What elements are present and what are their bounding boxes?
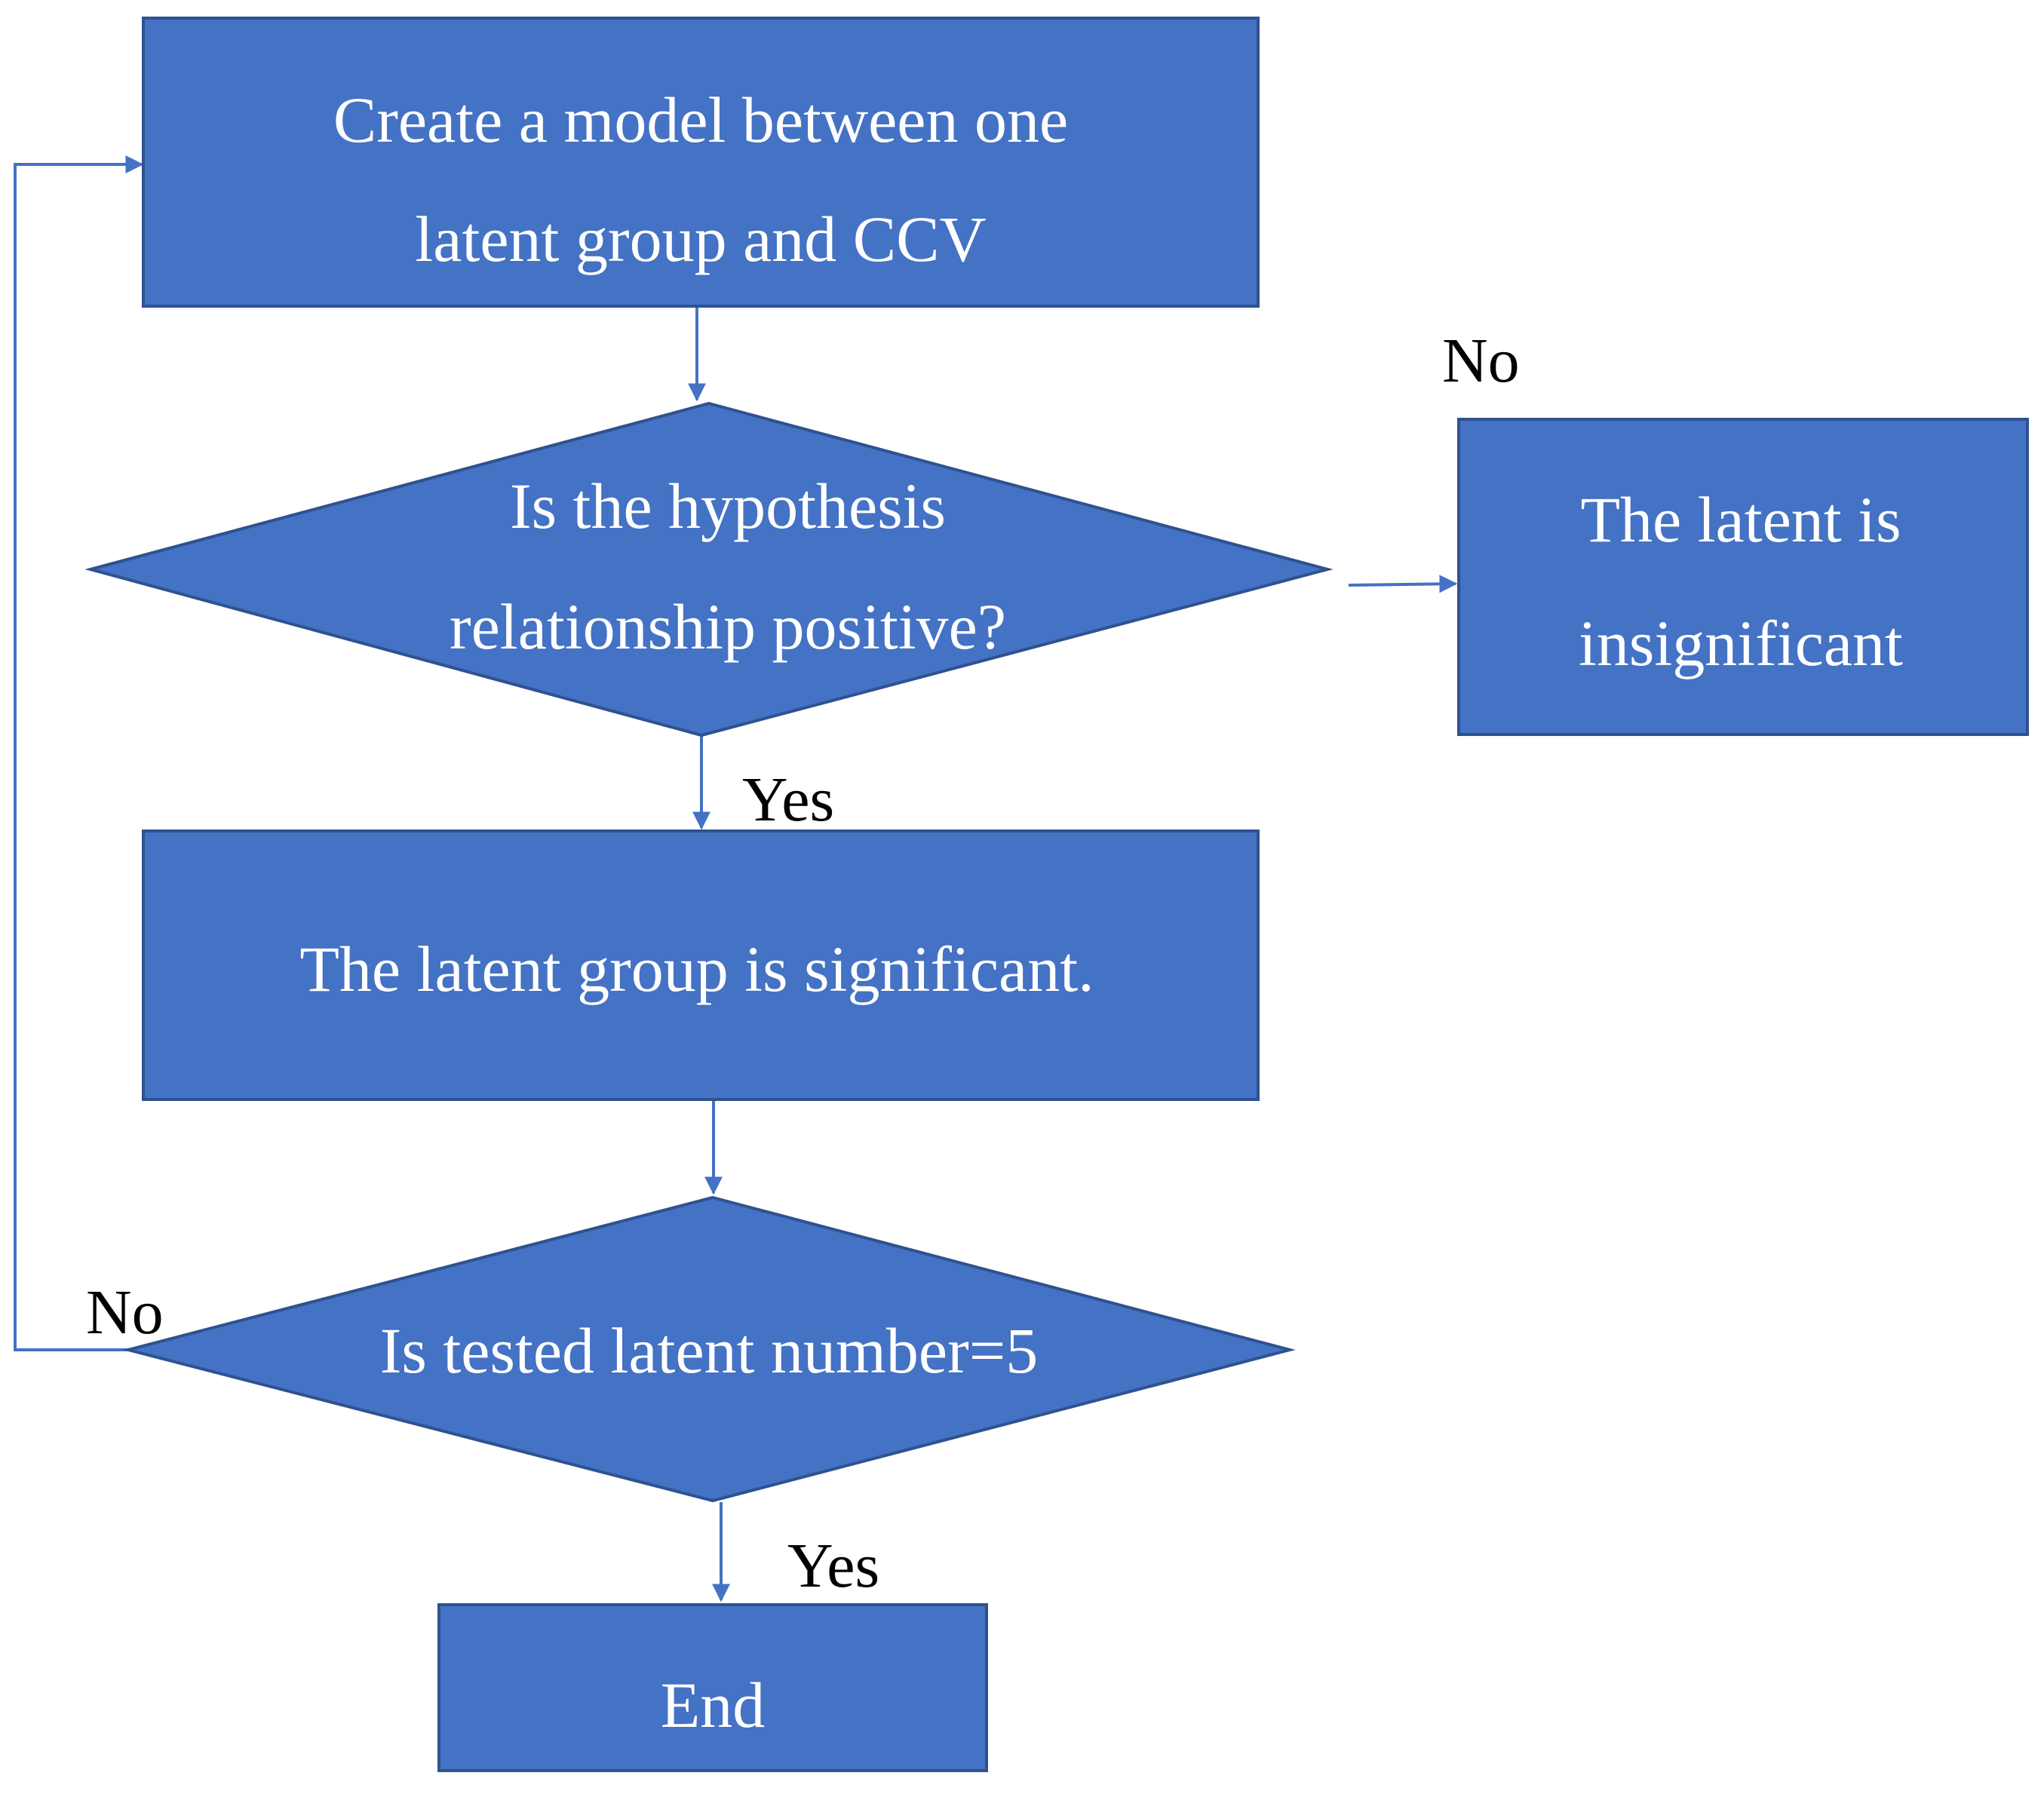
latent-insignificant-line-2: insignificant — [1579, 607, 1903, 679]
node-hypothesis-check: Is the hypothesis relationship positive? — [84, 401, 1334, 738]
node-number-check: Is tested latent number=5 — [122, 1195, 1296, 1503]
hypothesis-check-line-2: relationship positive? — [450, 590, 1006, 663]
create-model-line-1: Create a model between one — [333, 84, 1068, 156]
label-hypothesis-yes: Yes — [742, 765, 834, 835]
process-box-group-significant — [142, 830, 1260, 1101]
decision-diamond-hypothesis — [84, 401, 1334, 738]
label-number-yes: Yes — [787, 1531, 879, 1601]
end-label: End — [661, 1669, 766, 1741]
terminal-box-end — [437, 1603, 988, 1772]
edge-number-no-loop — [14, 155, 144, 1351]
decision-diamond-number — [122, 1195, 1296, 1503]
process-box-latent-insignificant — [1457, 418, 2029, 736]
label-number-no: No — [86, 1277, 164, 1348]
number-check-line-1: Is tested latent number=5 — [380, 1314, 1038, 1387]
edges-layer — [14, 155, 1458, 1602]
node-group-significant: The latent group is significant. — [142, 830, 1260, 1101]
create-model-line-2: latent group and CCV — [415, 203, 986, 275]
edge-labels-layer: No Yes No Yes — [86, 326, 1520, 1601]
node-create-model: Create a model between one latent group … — [142, 17, 1260, 308]
edge-hypothesis-no — [1348, 575, 1458, 593]
hypothesis-check-line-1: Is the hypothesis — [510, 470, 946, 542]
node-latent-insignificant: The latent is insignificant — [1457, 418, 2029, 736]
group-significant-line-1: The latent group is significant. — [299, 933, 1094, 1005]
process-box-create-model — [142, 17, 1260, 308]
label-hypothesis-no: No — [1442, 326, 1520, 396]
node-end: End — [437, 1603, 988, 1772]
latent-insignificant-line-1: The latent is — [1580, 483, 1901, 556]
